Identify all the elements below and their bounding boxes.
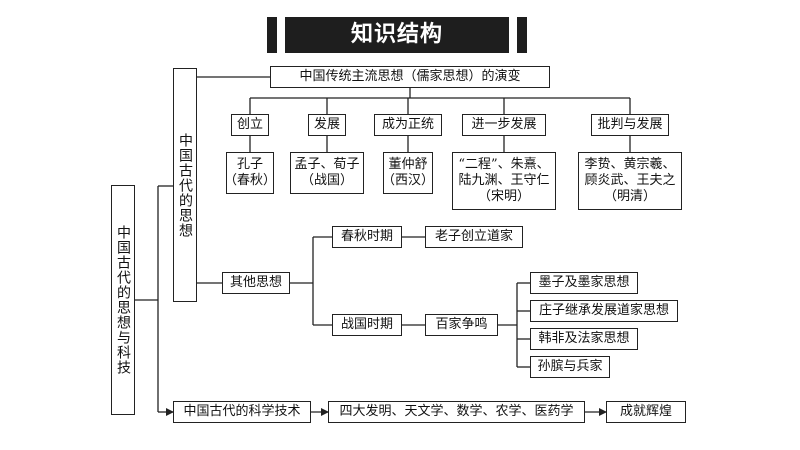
person-line: 孔子 [237,157,264,172]
stage-development: 发展 [308,114,346,136]
person-line: 陆九渊、王守仁 [458,173,550,188]
title-banner: 知识结构 [267,17,527,53]
science-result-label: 成就辉煌 [619,404,672,419]
period-line: （宋明） [477,189,530,204]
laozi-daoism-node: 老子创立道家 [425,226,523,248]
stage-label: 发展 [313,117,340,132]
period-label: 春秋时期 [340,229,393,244]
period-line: （明清） [603,189,656,204]
people-mencius-xunzi: 孟子、荀子 （战国） [290,152,364,194]
root-node: 中国古代的思想与科技 [111,185,135,415]
science-label: 中国古代的科学技术 [183,404,301,419]
school-zhuangzi: 庄子继承发展道家思想 [530,300,678,322]
thought-label: 中国古代的思想 [177,132,193,238]
person-line: 李贽、黄宗羲、 [584,157,676,172]
hundred-schools-node: 百家争鸣 [425,314,498,336]
other-thought-label: 其他思想 [229,275,282,290]
other-thought-node: 其他思想 [222,272,290,294]
stage-further-development: 进一步发展 [462,114,546,136]
stage-orthodoxy: 成为正统 [374,114,442,136]
period-label: 战国时期 [340,317,393,332]
stage-label: 批判与发展 [597,117,663,132]
people-confucius: 孔子 （春秋） [224,152,277,194]
school-label: 墨子及墨家思想 [538,275,630,290]
stage-founding: 创立 [231,114,269,136]
science-result-node: 成就辉煌 [606,401,686,423]
confucian-evolution-node: 中国传统主流思想（儒家思想）的演变 [270,66,550,88]
science-content-node: 四大发明、天文学、数学、农学、医药学 [328,401,585,423]
person-line: “二程”、朱熹、 [458,157,550,172]
page-title: 知识结构 [350,22,443,47]
people-song-ming: “二程”、朱熹、 陆九渊、王守仁 （宋明） [452,152,556,210]
school-label: 孙膑与兵家 [537,359,603,374]
people-ming-qing: 李贽、黄宗羲、 顾炎武、王夫之 （明清） [578,152,682,210]
chunqiu-period-node: 春秋时期 [332,226,402,248]
person-line: 孟子、荀子 [294,157,360,172]
school-label: 老子创立道家 [434,229,513,244]
school-military: 孙膑与兵家 [530,356,610,378]
stage-critique: 批判与发展 [591,114,669,136]
school-mohism: 墨子及墨家思想 [530,272,638,294]
science-node: 中国古代的科学技术 [173,401,311,423]
school-label: 庄子继承发展道家思想 [538,303,669,318]
period-line: （西汉） [382,173,435,188]
hub-label: 百家争鸣 [435,317,488,332]
zhanguo-period-node: 战国时期 [332,314,402,336]
science-content-label: 四大发明、天文学、数学、农学、医药学 [339,404,574,419]
school-legalism: 韩非及法家思想 [530,328,638,350]
stage-label: 创立 [236,117,263,132]
stage-label: 成为正统 [381,117,434,132]
stage-label: 进一步发展 [471,117,537,132]
period-line: （春秋） [224,173,277,188]
people-dong-zhongshu: 董仲舒 （西汉） [382,152,435,194]
school-label: 韩非及法家思想 [538,331,630,346]
person-line: 董仲舒 [388,157,428,172]
confucian-label: 中国传统主流思想（儒家思想）的演变 [299,69,521,84]
thought-node: 中国古代的思想 [173,68,197,302]
person-line: 顾炎武、王夫之 [584,173,676,188]
period-line: （战国） [300,173,353,188]
root-label: 中国古代的思想与科技 [115,225,131,375]
